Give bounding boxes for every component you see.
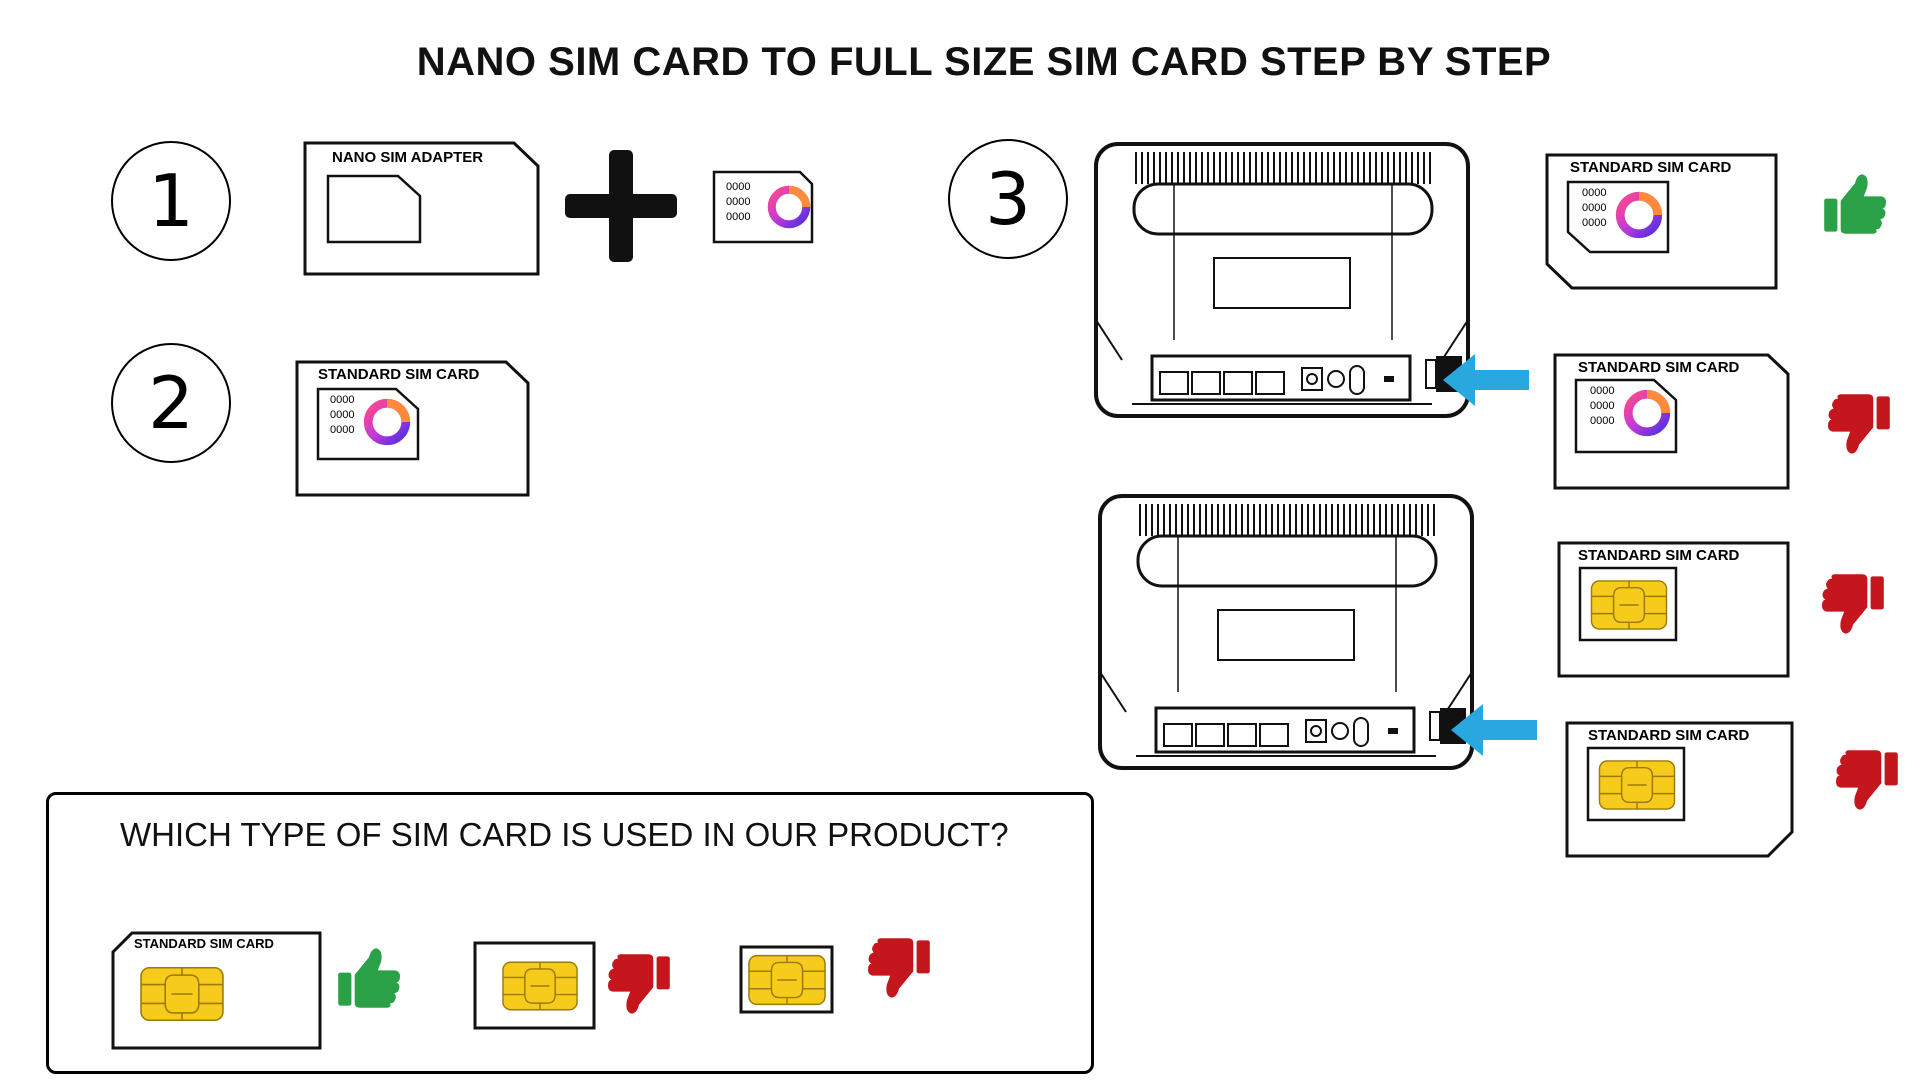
sim-digits: 0000 <box>1582 202 1606 214</box>
standard-sim-label: STANDARD SIM CARD <box>1578 359 1740 376</box>
thumbs-down-icon <box>608 954 670 1014</box>
sim-digits: 0000 <box>1590 385 1614 397</box>
sim-digits: 0000 <box>330 424 354 436</box>
nano-adapter-label: NANO SIM ADAPTER <box>332 149 483 166</box>
nano-sim-card: 0000 0000 0000 <box>712 170 814 244</box>
thumbs-down-icon <box>1836 750 1898 810</box>
step-1-badge: 1 <box>111 141 231 261</box>
sim-chip-icon <box>140 966 224 1022</box>
standard-sim-card-option: STANDARD SIM CARD <box>111 931 322 1050</box>
thumbs-down-icon <box>1828 394 1890 454</box>
sim-digits: 0000 <box>1582 187 1606 199</box>
micro-sim-card-option <box>473 941 596 1030</box>
standard-sim-label: STANDARD SIM CARD <box>1588 727 1750 744</box>
thumbs-up-icon <box>338 948 400 1008</box>
standard-sim-label: STANDARD SIM CARD <box>134 936 274 951</box>
arrow-left-icon <box>1451 704 1537 756</box>
page-title: NANO SIM CARD TO FULL SIZE SIM CARD STEP… <box>416 40 1552 84</box>
sim-digits: 0000 <box>330 394 354 406</box>
sim-digits: 0000 <box>1590 400 1614 412</box>
sim-digits: 0000 <box>726 196 750 208</box>
sim-chip-icon <box>748 954 826 1006</box>
arrow-left-icon <box>1443 354 1529 406</box>
thumbs-down-icon <box>1822 574 1884 634</box>
step-3-badge: 3 <box>948 139 1068 259</box>
sim-digits: 0000 <box>726 211 750 223</box>
router-icon <box>1098 494 1474 770</box>
standard-sim-label: STANDARD SIM CARD <box>1578 547 1740 564</box>
sim-chip-icon <box>1590 580 1668 630</box>
standard-sim-card-wrong-3: STANDARD SIM CARD <box>1565 721 1794 858</box>
nano-sim-adapter-card: NANO SIM ADAPTER <box>303 141 540 276</box>
question-panel <box>46 792 1094 1074</box>
standard-sim-card-wrong-1: STANDARD SIM CARD 0000 0000 0000 <box>1553 353 1790 490</box>
plus-icon <box>565 150 677 262</box>
standard-sim-label: STANDARD SIM CARD <box>1570 159 1732 176</box>
standard-sim-card-correct: STANDARD SIM CARD 0000 0000 0000 <box>1545 153 1778 290</box>
sim-chip-icon <box>502 961 578 1011</box>
standard-sim-card-step2: STANDARD SIM CARD 0000 0000 0000 <box>295 360 530 497</box>
sim-chip-icon <box>1598 760 1676 810</box>
thumbs-up-icon <box>1824 174 1886 234</box>
sim-digits: 0000 <box>1590 415 1614 427</box>
standard-sim-label: STANDARD SIM CARD <box>318 366 480 383</box>
sim-digits: 0000 <box>330 409 354 421</box>
thumbs-down-icon <box>868 938 930 998</box>
step-2-badge: 2 <box>111 343 231 463</box>
question-text: WHICH TYPE OF SIM CARD IS USED IN OUR PR… <box>120 816 1009 853</box>
nano-sim-card-option <box>739 945 834 1014</box>
sim-digits: 0000 <box>726 181 750 193</box>
sim-digits: 0000 <box>1582 217 1606 229</box>
router-icon <box>1094 142 1470 418</box>
standard-sim-card-wrong-2: STANDARD SIM CARD <box>1557 541 1790 678</box>
